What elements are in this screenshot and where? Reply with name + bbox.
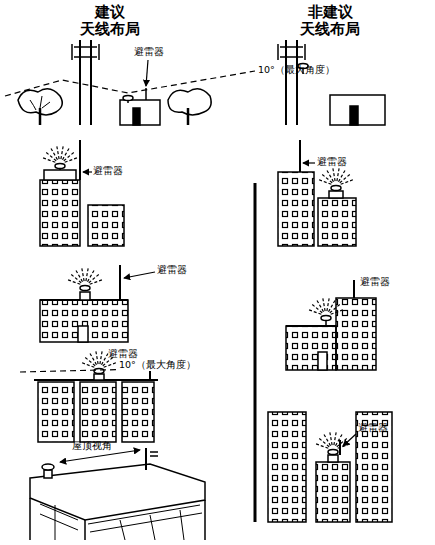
view-label: 屋顶视角 [72,440,112,452]
signal-ray [82,266,85,281]
signal-ray [338,443,352,448]
arrester-label: 避雷器 [108,348,138,360]
signal-ray [337,168,339,181]
arrester-label: 避雷器 [157,264,187,276]
section-heading: 非建议 天线布局 [292,4,368,39]
signal-ray [336,433,344,446]
signal-ray [41,157,55,162]
signal-ray [61,144,64,159]
signal-ray [340,174,350,182]
angle-label: 10°（最大角度） [258,65,335,76]
signal-ray [75,269,83,282]
signal-ray [90,353,97,364]
angle-label: 10°（最大角度） [118,360,197,371]
signal-ray [316,299,324,312]
arrester-label: 避雷器 [93,165,123,177]
signal-ray [100,351,102,364]
section-heading: 建议 天线布局 [72,4,148,39]
signal-ray [90,279,104,284]
signal-ray [318,437,330,447]
arrester-label: 避雷器 [317,156,347,168]
signal-ray [311,303,323,313]
signal-ray [307,309,321,314]
signal-ray [323,296,326,311]
signal-ray [330,303,342,313]
signal-ray [57,144,60,159]
signal-ray [337,437,349,447]
signal-ray [64,151,76,161]
signal-ray [333,168,335,181]
signal-ray [96,351,98,364]
signal-ray [334,430,337,445]
signal-ray [314,443,328,448]
arrester-label: 避雷器 [134,46,164,58]
signal-ray [88,269,96,282]
signal-ray [45,151,57,161]
signal-ray [330,430,333,445]
signal-ray [82,363,94,368]
signal-ray [341,180,353,185]
signal-ray [104,363,116,368]
signal-ray [86,266,89,281]
signal-ray [65,157,79,162]
signal-ray [66,279,80,284]
signal-ray [323,433,331,446]
signal-ray [89,273,101,283]
arrester-label: 避雷器 [360,276,390,288]
signal-ray [327,296,330,311]
signal-ray [63,147,71,160]
signal-ray [319,180,331,185]
signal-ray [329,299,337,312]
signal-ray [70,273,82,283]
arrester-label: 避雷器 [358,422,388,434]
signal-ray [327,170,334,181]
signal-ray [331,309,345,314]
signal-ray [50,147,58,160]
